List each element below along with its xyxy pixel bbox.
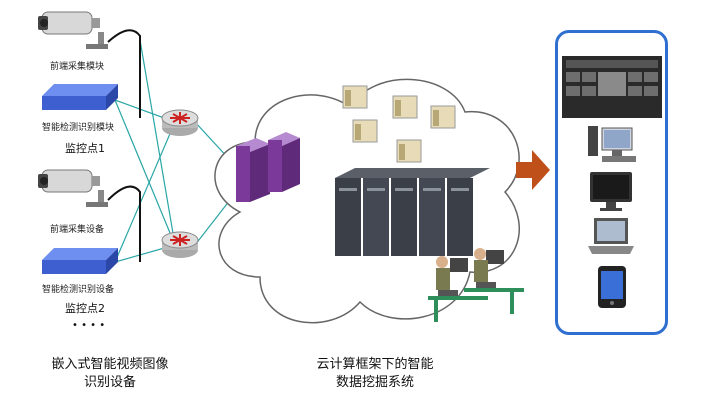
flow-arrow-icon [516,150,550,190]
caption-middle: 云计算框架下的智能 数据挖掘系统 [290,356,460,392]
monitor-site-2-label: 监控点2 [65,302,105,315]
desktop-computer-icon [588,126,636,162]
detection-module-2-label: 智能检测识别设备 [42,285,115,295]
monitor-icon [590,172,632,211]
camera-1-icon [38,11,108,49]
camera-1-label: 前端采集模块 [50,62,105,72]
server-rack-icon [335,168,490,256]
caption-middle-line-1: 云计算框架下的智能 [316,357,434,372]
operators-icon [428,248,524,322]
router-1-icon [161,109,199,136]
caption-middle-line-2: 数据挖掘系统 [335,375,414,390]
monitor-site-1-label: 监控点1 [65,142,105,155]
camera-2-label: 前端采集设备 [50,225,105,235]
router-2-icon [161,231,199,258]
mobile-phone-icon [598,266,626,308]
laptop-icon [588,218,634,254]
caption-left: 嵌入式智能视频图像 识别设备 [30,356,190,392]
storage-nodes-icon [342,85,456,163]
server-pair-icon [236,132,300,202]
caption-left-line-2: 识别设备 [83,375,136,390]
ellipsis: • • • • [72,320,106,331]
video-wall-screen [562,56,662,118]
detection-module-1-icon [42,84,118,110]
caption-left-line-1: 嵌入式智能视频图像 [51,357,169,372]
detection-module-1-label: 智能检测识别模块 [42,123,115,133]
detection-module-2-icon [42,248,118,274]
camera-2-icon [38,169,108,207]
